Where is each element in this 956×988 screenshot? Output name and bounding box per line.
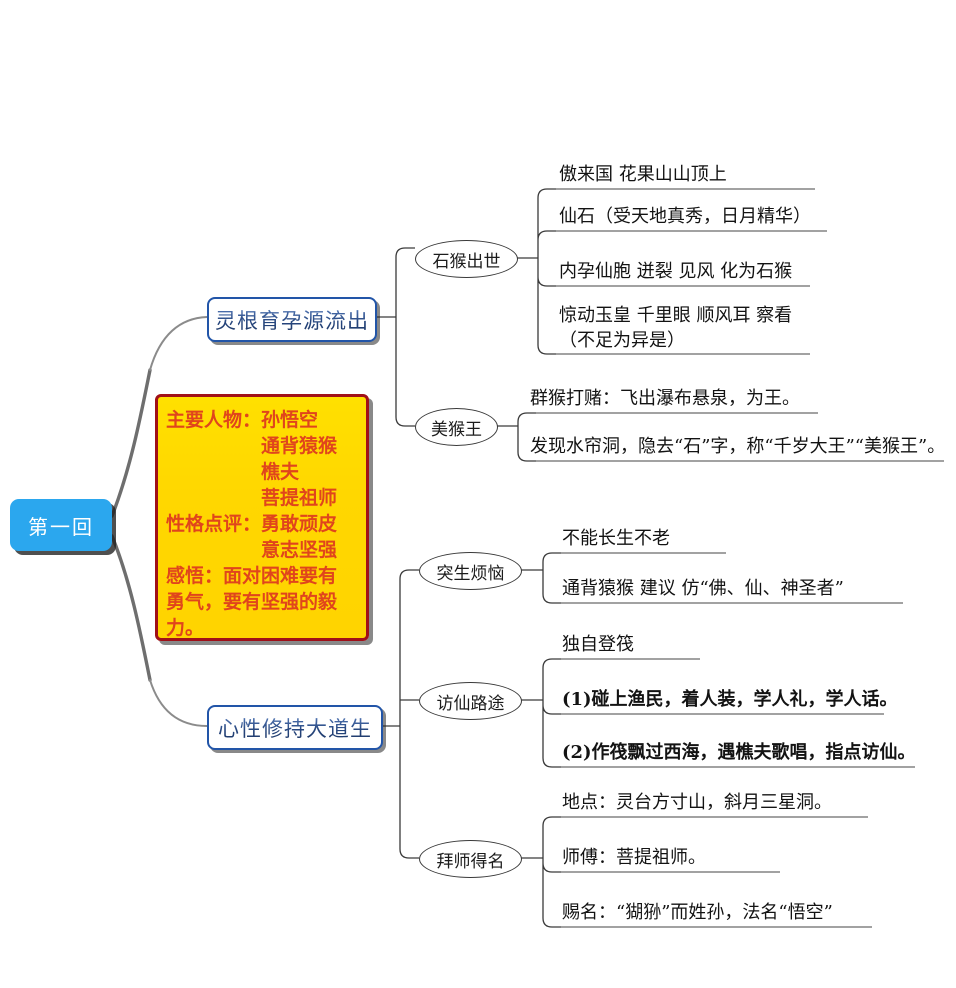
leaf-item[interactable]: 傲来国 花果山山顶上 [559, 162, 727, 187]
leaf-item[interactable]: 赐名：“猢狲”而姓孙，法名“悟空” [562, 900, 833, 925]
topic-node-label: 美猴王 [431, 419, 482, 440]
leaf-text: 通背猿猴 建议 仿“佛、仙、神圣者” [562, 578, 844, 599]
branch-node-xinxing[interactable]: 心性修持大道生 [207, 705, 383, 750]
note-line: 樵夫 [166, 461, 300, 483]
leaf-item[interactable]: (2)作筏飘过西海，遇樵夫歌唱，指点访仙。 [562, 740, 916, 765]
leaf-text: (1)碰上渔民，着人装，学人礼，学人话。 [562, 689, 898, 710]
leaf-text: (2)作筏飘过西海，遇樵夫歌唱，指点访仙。 [562, 742, 916, 763]
branch-node-label: 灵根育孕源流出 [215, 305, 369, 335]
leaf-text: 惊动玉皇 千里眼 顺风耳 察看 （不足为异是） [559, 305, 793, 351]
topic-node-meihouwang[interactable]: 美猴王 [415, 408, 498, 446]
leaf-text: 独自登筏 [562, 634, 634, 655]
branch-node-lingen[interactable]: 灵根育孕源流出 [207, 297, 377, 342]
leaf-item[interactable]: 独自登筏 [562, 632, 634, 657]
main-note-card[interactable]: 主要人物：孙悟空 通背猿猴 樵夫 菩提祖师 性格点评：勇敢顽皮 意志坚强 感悟：… [155, 394, 369, 641]
topic-node-label: 访仙路途 [436, 693, 505, 714]
root-branch-curve-lower2 [149, 679, 208, 727]
leaf-item[interactable]: 惊动玉皇 千里眼 顺风耳 察看 （不足为异是） [559, 303, 792, 353]
root-node-label: 第一回 [28, 514, 94, 539]
leaf-text: 赐名：“猢狲”而姓孙，法名“悟空” [562, 902, 833, 923]
leaf-text: 仙石（受天地真秀，日月精华） [559, 206, 811, 227]
root-node[interactable]: 第一回 [10, 499, 112, 551]
leaf-item[interactable]: (1)碰上渔民，着人装，学人礼，学人话。 [562, 687, 898, 712]
note-line: 通背猿猴 [166, 435, 338, 457]
branch-node-label: 心性修持大道生 [218, 713, 372, 743]
note-line: 感悟：面对困难要有 [166, 565, 338, 587]
leaf-item[interactable]: 通背猿猴 建议 仿“佛、仙、神圣者” [562, 576, 844, 601]
root-branch-curve-upper [110, 368, 152, 518]
note-line: 菩提祖师 [166, 487, 338, 509]
note-line: 意志坚强 [166, 539, 338, 561]
topic-node-label: 突生烦恼 [436, 563, 505, 584]
leaf-item[interactable]: 内孕仙胞 迸裂 见风 化为石猴 [559, 259, 792, 284]
leaf-text: 群猴打赌：飞出瀑布悬泉，为王。 [530, 388, 800, 409]
leaf-text: 内孕仙胞 迸裂 见风 化为石猴 [559, 261, 793, 282]
leaf-item[interactable]: 群猴打赌：飞出瀑布悬泉，为王。 [530, 386, 800, 411]
branch-a-spine [395, 247, 415, 427]
leaf-item[interactable]: 发现水帘洞，隐去“石”字，称“千岁大王”“美猴王”。 [530, 434, 945, 459]
root-branch-curve-lower [110, 534, 152, 682]
leaf-text: 傲来国 花果山山顶上 [559, 164, 727, 185]
leaf-text: 发现水帘洞，隐去“石”字，称“千岁大王”“美猴王”。 [530, 436, 946, 457]
topic-node-shihou-chushi[interactable]: 石猴出世 [415, 240, 518, 278]
leaf-item[interactable]: 仙石（受天地真秀，日月精华） [559, 204, 811, 229]
node-b1-spine [542, 552, 561, 604]
topic-node-fangxian-lutu[interactable]: 访仙路途 [419, 682, 522, 720]
topic-node-baishi-deming[interactable]: 拜师得名 [419, 840, 522, 878]
topic-node-label: 石猴出世 [432, 251, 501, 272]
root-branch-curve-upper2 [149, 316, 208, 371]
leaf-text: 地点：灵台方寸山，斜月三星洞。 [562, 792, 832, 813]
node-b3-spine [542, 816, 561, 928]
branch-b-spine [399, 569, 419, 859]
topic-node-label: 拜师得名 [436, 851, 505, 872]
leaf-text: 师傅：菩提祖师。 [562, 847, 706, 868]
note-line: 力。 [166, 617, 205, 639]
leaf-item[interactable]: 师傅：菩提祖师。 [562, 845, 706, 870]
note-line: 性格点评：勇敢顽皮 [166, 513, 338, 535]
node-b2-spine [542, 658, 561, 768]
leaf-item[interactable]: 不能长生不老 [562, 526, 670, 551]
topic-node-tusheng-fannao[interactable]: 突生烦恼 [419, 552, 522, 590]
leaf-item[interactable]: 地点：灵台方寸山，斜月三星洞。 [562, 790, 832, 815]
note-line: 主要人物：孙悟空 [166, 409, 319, 431]
note-line: 勇气，要有坚强的毅 [166, 591, 338, 613]
leaf-text: 不能长生不老 [562, 528, 670, 549]
node-a1-spine [537, 188, 556, 355]
